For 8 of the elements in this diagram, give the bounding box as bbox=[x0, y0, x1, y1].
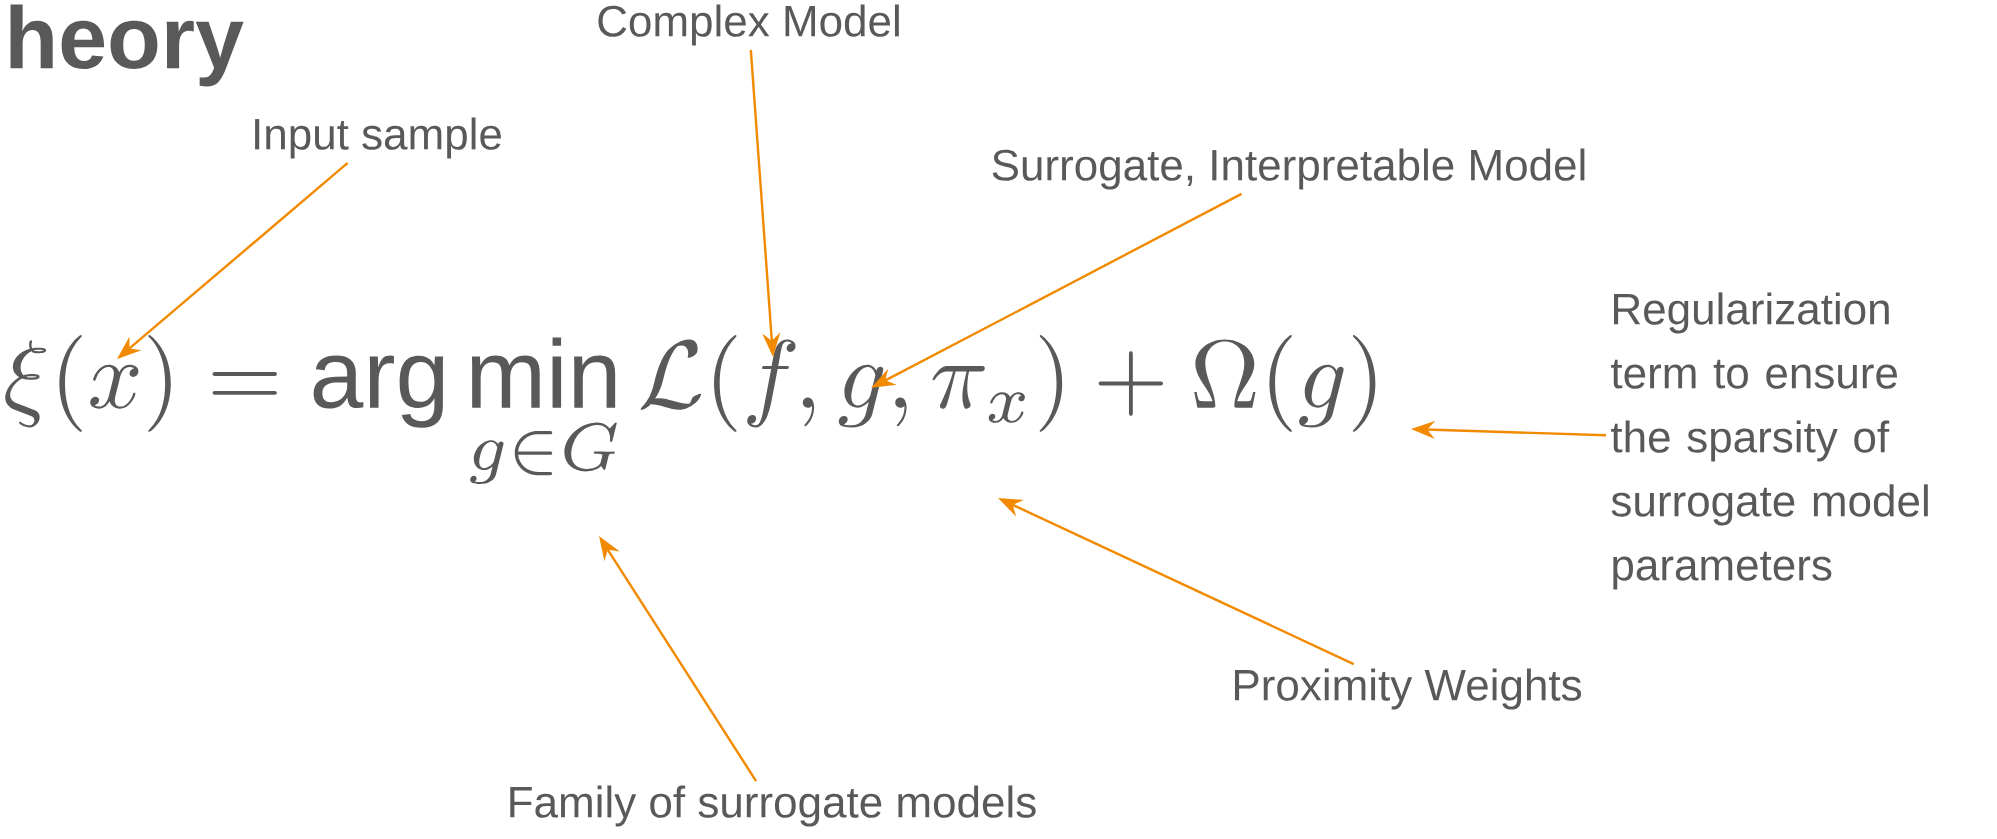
formula: $\xi(x) = \arg\min_{g\in G} \mathcal{L}(f,g,\pi_x) + \Omega(g)$ bbox=[5, 335, 1376, 484]
annotation-text: Complex Model bbox=[598, 4, 899, 46]
annotation-text: Regularization term to ensure the sparsity of surrogate model parameters bbox=[1611, 292, 1928, 590]
heading: heory bbox=[10, 4, 244, 87]
annotation-text: Surrogate, Interpretable Model bbox=[992, 148, 1585, 190]
annotation-text: Family of surrogate models bbox=[510, 785, 1036, 827]
annotation-text: Input sample bbox=[255, 117, 501, 159]
annotation-text: Proximity Weights bbox=[1235, 668, 1582, 710]
